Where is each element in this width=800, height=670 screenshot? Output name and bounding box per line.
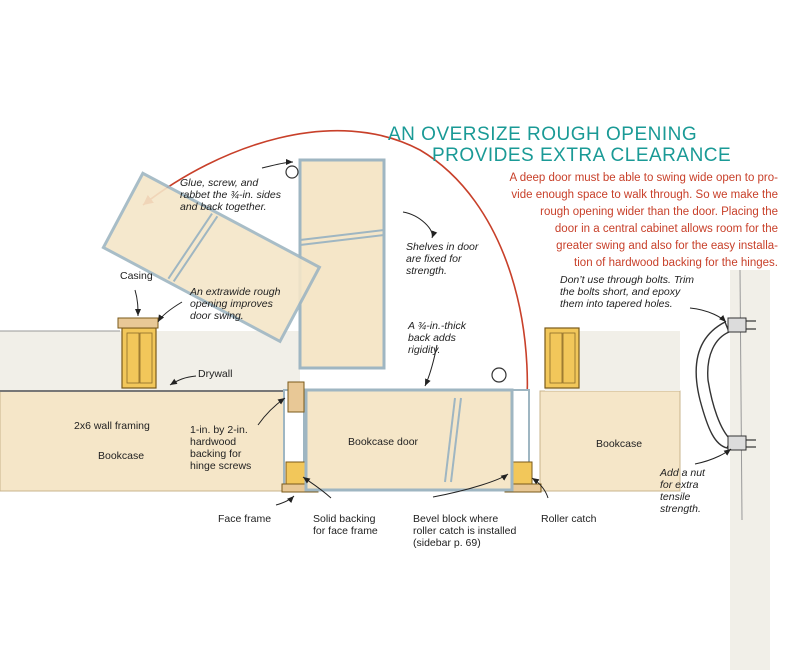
label-face-frame: Face frame [218,513,272,525]
title-line-2: PROVIDES EXTRA CLEARANCE [432,145,732,166]
right-stud [544,327,580,389]
closed-door [304,367,514,492]
swinging-door [101,171,322,344]
intro-line: tion of hardwood backing for the hinges. [574,257,778,269]
title-line-1: AN OVERSIZE ROUGH OPENING [388,124,698,145]
label-framing: 2x6 wall framing [74,420,150,432]
handle-detail [695,269,770,670]
intro-line: A deep door must be able to swing wide o… [509,172,778,184]
leader-lines [134,159,732,506]
label-roller-catch: Roller catch [541,513,597,525]
label-bookcase-left: Bookcase [98,450,145,462]
intro-line: door in a central cabinet allows room fo… [554,223,778,235]
intro-line: greater swing and also for the easy inst… [556,240,778,252]
label-drywall: Drywall [198,368,233,380]
door-handle-icon [695,321,732,449]
center-cabinet [281,381,542,493]
intro-line: rough opening wider than the door. Placi… [540,206,778,218]
label-bookcase-right: Bookcase [596,438,643,450]
label-bookcase-door: Bookcase door [348,436,419,448]
intro-paragraph: A deep door must be able to swing wide o… [509,170,778,272]
swing-arc [142,129,529,474]
intro-line: vide enough space to walk through. So we… [511,189,778,201]
label-casing: Casing [120,270,153,282]
left-stud [117,317,159,389]
roller-catch-icon [491,367,507,383]
